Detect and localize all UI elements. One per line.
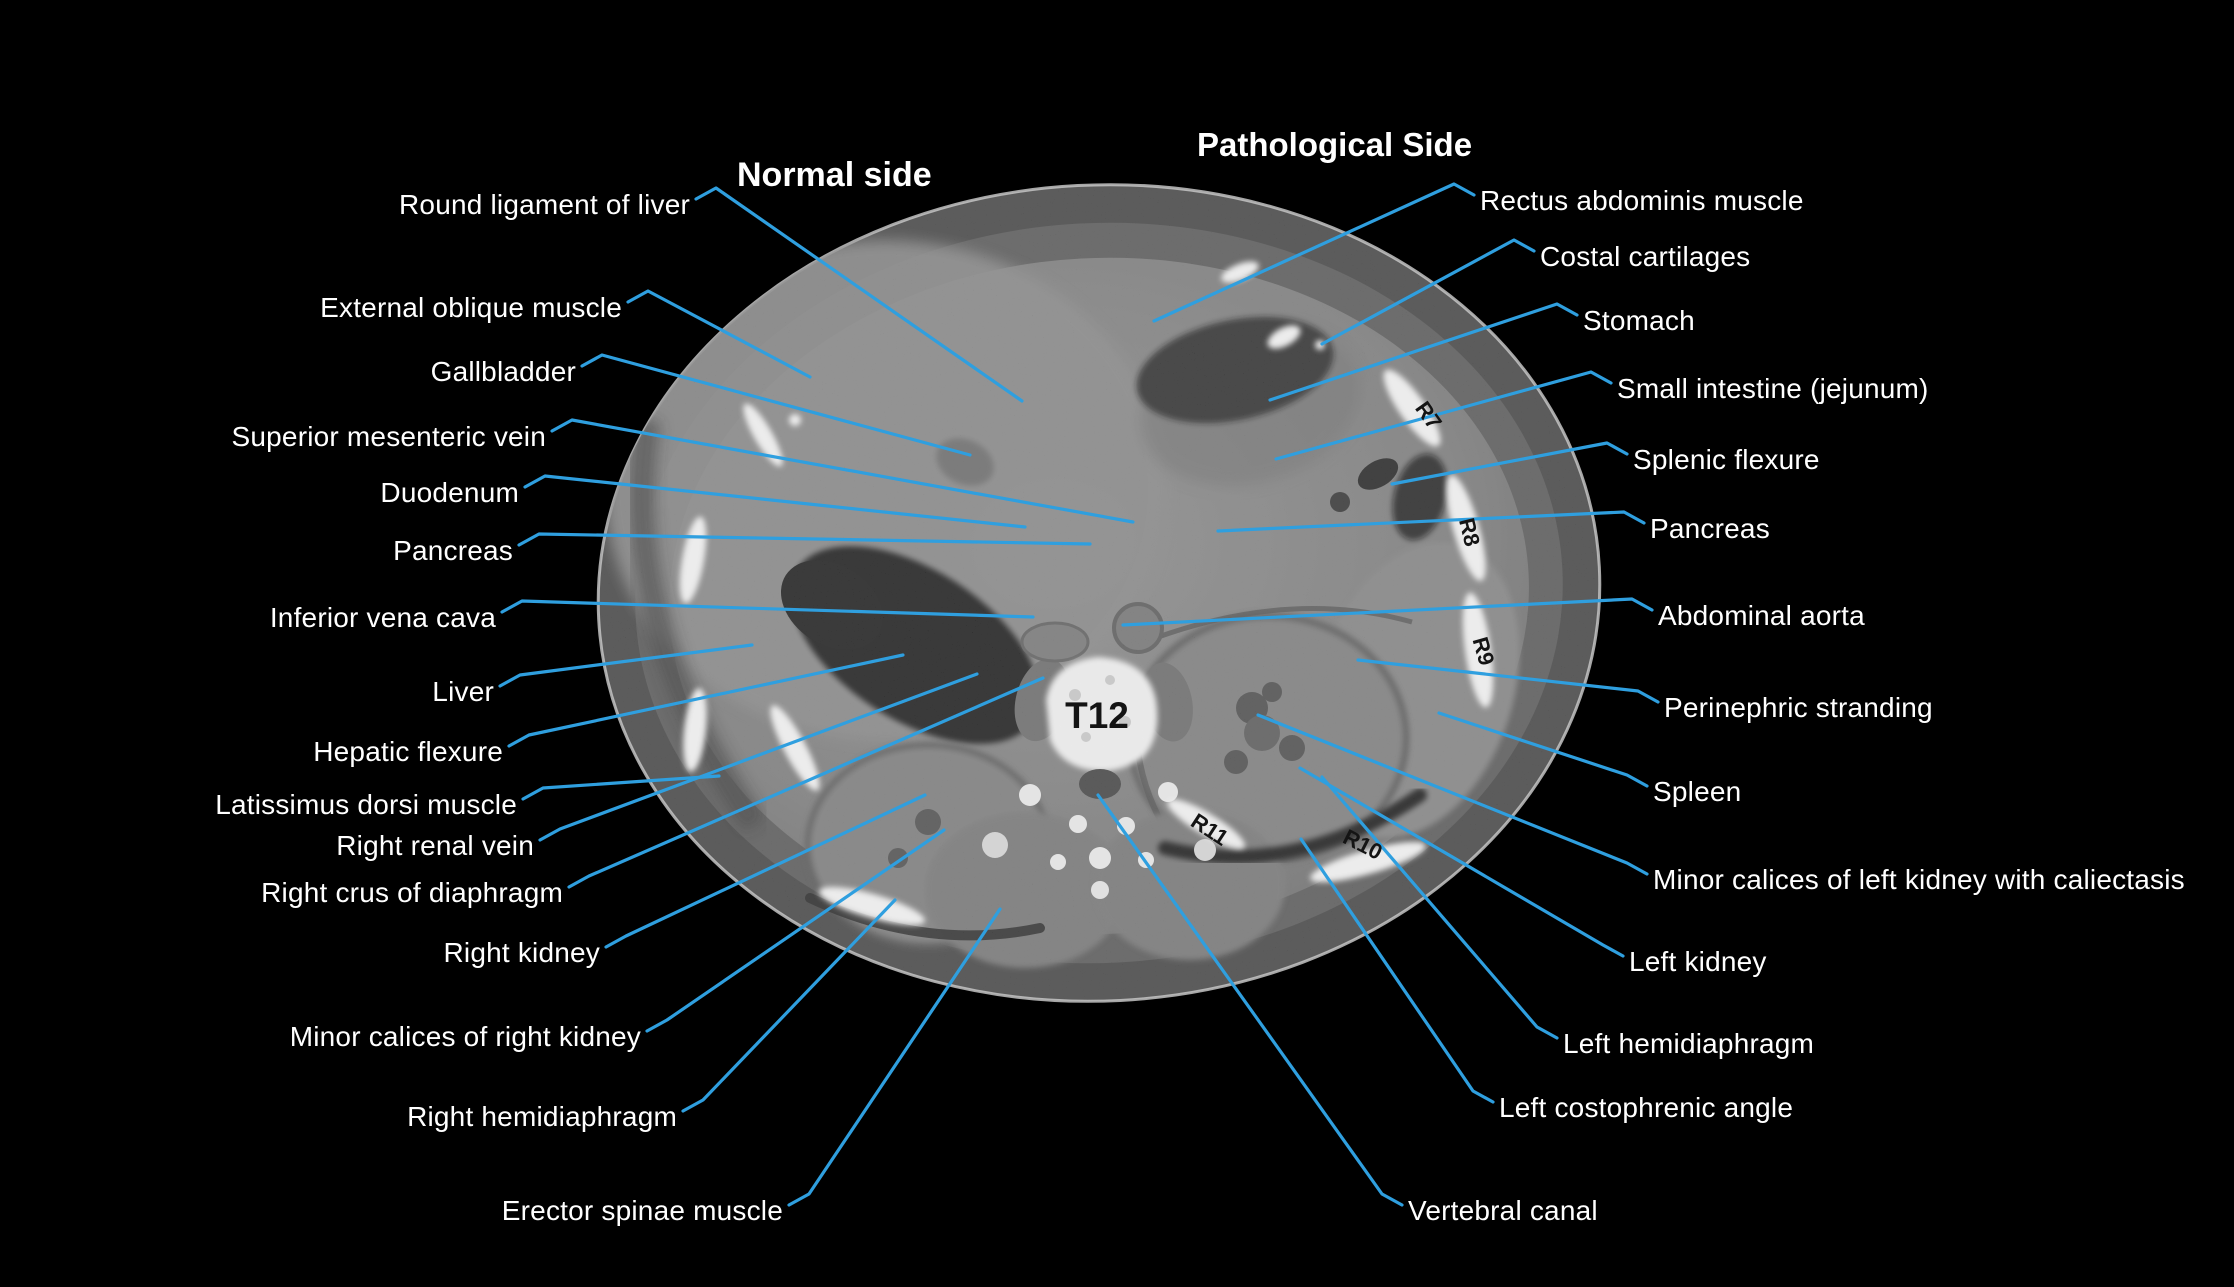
leader-latissimus-dorsi-muscle xyxy=(521,774,721,801)
leader-duodenum xyxy=(523,474,1027,529)
label-duodenum: Duodenum xyxy=(380,477,519,508)
label-stomach: Stomach xyxy=(1583,305,1695,336)
label-liver: Liver xyxy=(432,676,494,707)
label-inferior-vena-cava: Inferior vena cava xyxy=(269,602,496,633)
label-superior-mesenteric-vein: Superior mesenteric vein xyxy=(231,421,546,452)
leader-rectus-abdominis-muscle xyxy=(1152,182,1476,323)
label-spleen: Spleen xyxy=(1653,776,1742,807)
label-right-renal-vein: Right renal vein xyxy=(336,830,534,861)
leader-inferior-vena-cava xyxy=(500,599,1035,619)
leader-right-hemidiaphragm xyxy=(681,898,897,1113)
label-left-hemidiaphragm: Left hemidiaphragm xyxy=(1563,1028,1815,1059)
label-small-intestine-jejunum: Small intestine (jejunum) xyxy=(1617,373,1929,404)
title-normal-side: Normal side xyxy=(737,156,932,194)
leader-external-oblique-muscle xyxy=(626,289,812,379)
label-rectus-abdominis-muscle: Rectus abdominis muscle xyxy=(1480,185,1804,216)
leader-superior-mesenteric-vein xyxy=(550,418,1135,524)
leader-small-intestine-jejunum xyxy=(1274,370,1613,461)
label-right-kidney: Right kidney xyxy=(443,937,600,968)
label-right-crus-of-diaphragm: Right crus of diaphragm xyxy=(261,877,563,908)
leader-erector-spinae-muscle xyxy=(787,907,1002,1207)
label-pancreas-right: Pancreas xyxy=(1650,513,1770,544)
label-minor-calices-of-right-kidney: Minor calices of right kidney xyxy=(289,1021,641,1052)
leader-costal-cartilages xyxy=(1320,238,1536,346)
vertebra-t12-label: T12 xyxy=(1065,695,1129,736)
label-pancreas-left: Pancreas xyxy=(393,535,513,566)
body-cross-section xyxy=(577,159,1621,1027)
leader-abdominal-aorta xyxy=(1121,597,1654,627)
label-round-ligament-of-liver: Round ligament of liver xyxy=(399,189,690,220)
leader-hepatic-flexure xyxy=(507,653,905,748)
label-left-costophrenic-angle: Left costophrenic angle xyxy=(1499,1092,1794,1123)
leader-vertebral-canal xyxy=(1096,793,1404,1207)
leader-pancreas-right xyxy=(1216,510,1646,533)
leader-left-hemidiaphragm xyxy=(1320,775,1559,1040)
leader-minor-calices-of-left-kidney xyxy=(1256,713,1649,876)
label-perinephric-stranding: Perinephric stranding xyxy=(1664,692,1933,723)
label-vertebral-canal: Vertebral canal xyxy=(1408,1195,1598,1226)
leader-left-costophrenic-angle xyxy=(1299,837,1495,1104)
leader-minor-calices-of-right-kidney xyxy=(645,828,946,1033)
label-erector-spinae-muscle: Erector spinae muscle xyxy=(501,1195,783,1226)
label-left-kidney: Left kidney xyxy=(1629,946,1767,977)
label-gallbladder: Gallbladder xyxy=(430,356,576,387)
label-external-oblique-muscle: External oblique muscle xyxy=(320,292,622,323)
leader-splenic-flexure xyxy=(1390,441,1629,486)
leader-round-ligament-of-liver xyxy=(694,186,1024,403)
label-splenic-flexure: Splenic flexure xyxy=(1633,444,1820,475)
label-right-hemidiaphragm: Right hemidiaphragm xyxy=(407,1101,677,1132)
label-latissimus-dorsi-muscle: Latissimus dorsi muscle xyxy=(215,789,517,820)
leader-gallbladder xyxy=(580,353,972,457)
leader-lines xyxy=(498,182,1660,1207)
label-minor-calices-of-left-kidney: Minor calices of left kidney with caliec… xyxy=(1653,864,2185,895)
ct-noise-texture xyxy=(577,159,1621,1027)
title-pathological-side: Pathological Side xyxy=(1197,126,1473,163)
leader-spleen xyxy=(1437,711,1649,788)
leader-right-renal-vein xyxy=(538,672,979,842)
leader-pancreas-left xyxy=(517,532,1092,547)
leader-perinephric-stranding xyxy=(1356,658,1660,704)
leader-liver xyxy=(498,643,754,688)
label-hepatic-flexure: Hepatic flexure xyxy=(313,736,503,767)
label-abdominal-aorta: Abdominal aorta xyxy=(1658,600,1865,631)
leader-left-kidney xyxy=(1298,766,1625,958)
leader-stomach xyxy=(1268,302,1579,402)
leader-right-kidney xyxy=(604,793,927,949)
label-costal-cartilages: Costal cartilages xyxy=(1540,241,1751,272)
leader-right-crus-of-diaphragm xyxy=(567,676,1045,889)
